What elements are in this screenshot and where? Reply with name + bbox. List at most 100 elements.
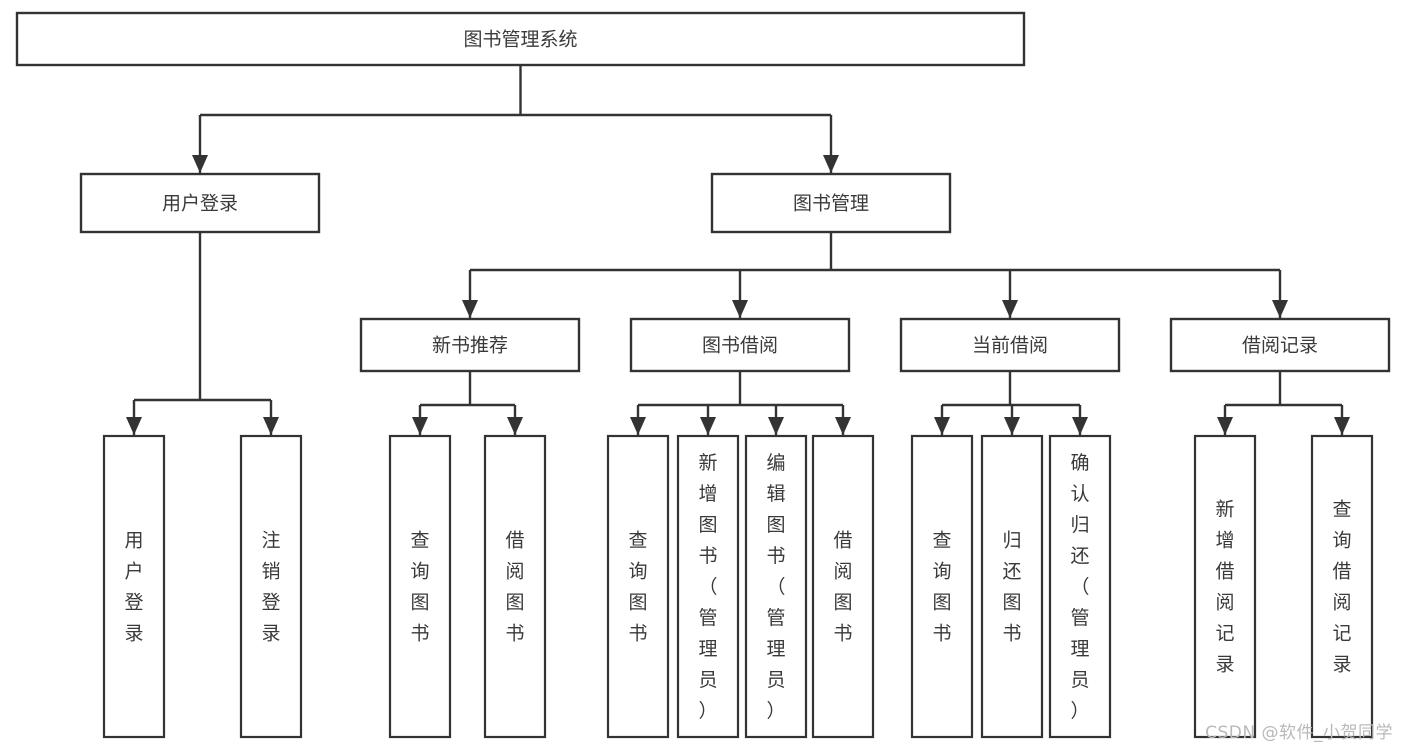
node-box-query-book-3 [910,434,974,739]
arrow-head-icon [1217,417,1233,435]
node-label-query-book-1-char-2: 图 [410,592,429,614]
node-box-query-book-1 [388,434,452,739]
node-label-borrow-book-2-char-0: 借 [833,530,852,552]
connectors-layer [126,65,1350,435]
node-label-user-login-do-char-2: 登 [124,592,143,614]
arrow-head-icon [263,417,279,435]
node-box-user-login [79,172,321,234]
node-label-query-borrow-record-char-4: 记 [1332,623,1351,645]
node-box-return-book [980,434,1044,739]
node-label-borrow-book-1-char-2: 图 [505,592,524,614]
node-label-confirm-return-char-6: 理 [1070,638,1089,660]
node-label-user-login-do-char-0: 用 [124,530,143,552]
node-label-edit-book-char-3: 书 [766,545,785,567]
node-label-edit-book-char-0: 编 [766,452,785,474]
nodes-layer: 图书管理系统用户登录用户登录注销登录图书管理新书推荐查询图书借阅图书图书借阅查询… [15,11,1391,739]
node-label-root: 图书管理系统 [463,29,577,51]
arrow-head-icon [462,300,478,318]
node-label-add-book-char-7: 员 [698,669,717,691]
node-label-add-book-char-1: 增 [698,483,717,505]
node-label-add-book-char-8: ） [698,700,717,722]
node-label-query-book-1-char-3: 书 [410,623,429,645]
node-label-edit-book-char-4: （ [766,576,785,598]
node-new-book-rec[interactable]: 新书推荐 [359,317,581,373]
node-user-login-do[interactable]: 用户登录 [102,434,166,739]
node-box-borrow-book-2 [811,434,875,739]
node-label-query-borrow-record-char-3: 阅 [1332,592,1351,614]
arrow-head-icon [1334,417,1350,435]
arrow-head-icon [1072,417,1088,435]
node-label-edit-book-char-2: 图 [766,514,785,536]
node-label-user-logout-char-0: 注 [261,530,280,552]
node-label-borrow-book-1-char-0: 借 [505,530,524,552]
arrow-head-icon [630,417,646,435]
arrow-head-icon [507,417,523,435]
arrow-head-icon [823,155,839,173]
node-label-edit-book-char-1: 辑 [766,483,785,505]
node-label-borrow-book-1-char-3: 书 [505,623,524,645]
arrow-head-icon [700,417,716,435]
arrow-head-icon [1002,300,1018,318]
node-label-user-logout-char-2: 登 [261,592,280,614]
node-label-user-login-do-char-1: 户 [124,561,143,583]
arrow-head-icon [768,417,784,435]
node-box-current-borrow [899,317,1121,373]
node-label-return-book-char-1: 还 [1002,561,1021,583]
node-label-borrow-record: 借阅记录 [1242,335,1318,357]
node-label-confirm-return-char-2: 归 [1070,514,1089,536]
node-label-confirm-return-char-7: 员 [1070,669,1089,691]
csdn-watermark: CSDN @软件_小贺同学 [1205,723,1393,743]
node-label-add-borrow-record-char-0: 新 [1215,499,1234,521]
node-label-borrow-book-1-char-1: 阅 [505,561,524,583]
node-label-edit-book-char-7: 员 [766,669,785,691]
node-label-confirm-return-char-4: （ [1070,576,1089,598]
node-label-book-borrow: 图书借阅 [702,335,778,357]
node-label-query-book-3-char-0: 查 [932,530,951,552]
arrow-head-icon [934,417,950,435]
node-box-user-logout [239,434,303,739]
node-label-query-book-3-char-1: 询 [932,561,951,583]
node-label-add-borrow-record-char-4: 记 [1215,623,1234,645]
arrow-head-icon [126,417,142,435]
arrow-head-icon [412,417,428,435]
node-label-add-borrow-record-char-2: 借 [1215,561,1234,583]
node-user-login[interactable]: 用户登录 [79,172,321,234]
node-box-book-borrow [629,317,851,373]
node-book-borrow[interactable]: 图书借阅 [629,317,851,373]
node-label-query-book-1-char-1: 询 [410,561,429,583]
node-label-new-book-rec: 新书推荐 [432,335,508,357]
node-label-query-borrow-record-char-0: 查 [1332,499,1351,521]
node-box-add-book [676,434,740,739]
node-label-query-book-1-char-0: 查 [410,530,429,552]
node-box-user-login-do [102,434,166,739]
node-root[interactable]: 图书管理系统 [15,11,1026,67]
node-label-return-book-char-2: 图 [1002,592,1021,614]
node-borrow-record[interactable]: 借阅记录 [1169,317,1391,373]
arrow-head-icon [835,417,851,435]
node-box-query-book-2 [606,434,670,739]
arrow-head-icon [1004,417,1020,435]
node-book-manage[interactable]: 图书管理 [710,172,952,234]
node-label-edit-book-char-8: ） [766,700,785,722]
node-current-borrow[interactable]: 当前借阅 [899,317,1121,373]
node-box-borrow-record [1169,317,1391,373]
node-label-edit-book-char-5: 管 [766,607,785,629]
node-label-query-book-2-char-1: 询 [628,561,647,583]
node-box-borrow-book-1 [483,434,547,739]
node-label-user-login: 用户登录 [162,193,238,215]
node-label-add-book-char-0: 新 [698,452,717,474]
node-box-confirm-return [1048,434,1112,739]
